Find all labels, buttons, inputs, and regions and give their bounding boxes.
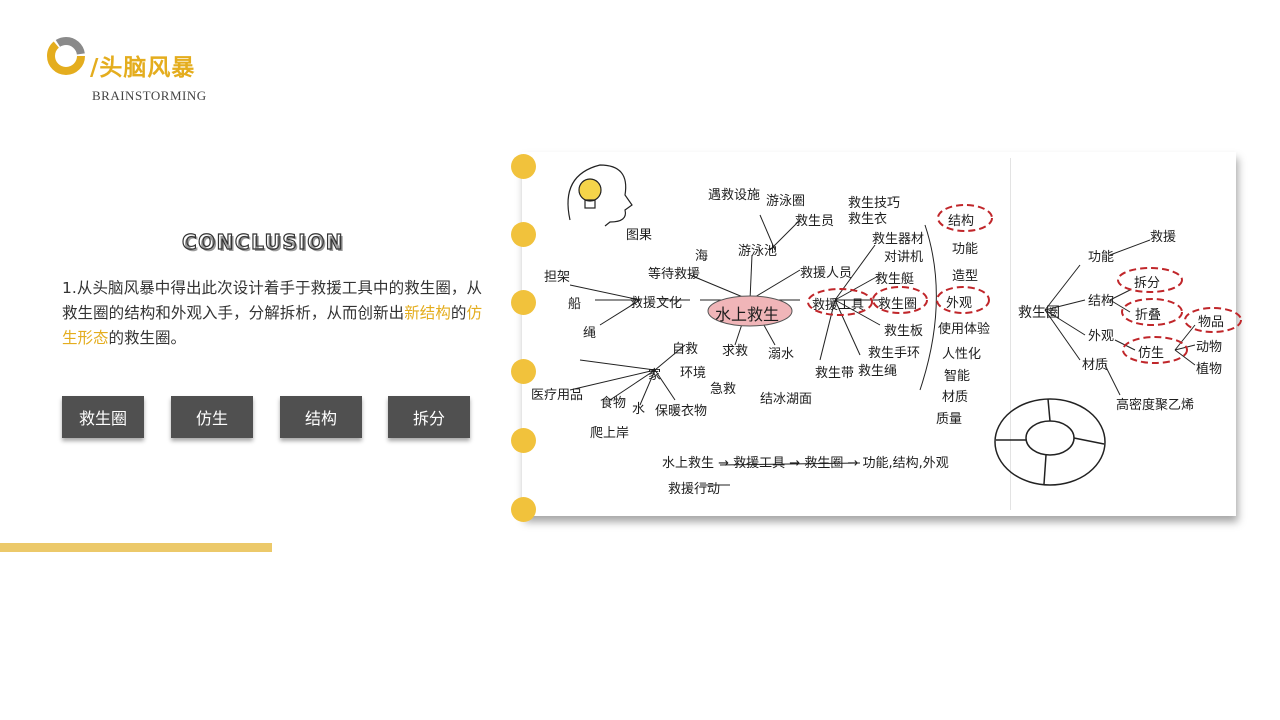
mindmap-center-label: 水上救生 bbox=[715, 305, 780, 324]
mindmap-right-node: 结构 bbox=[1088, 294, 1115, 309]
mindmap-node: 救生员 bbox=[795, 214, 835, 229]
mindmap-node: 质量 bbox=[936, 412, 963, 427]
mindmap-node: 溺水 bbox=[768, 347, 795, 362]
mindmap-node: 救生技巧 bbox=[848, 196, 901, 211]
conclusion-heading-shadow: CONCLUSION bbox=[184, 232, 346, 256]
mindmap-right-node: 救援 bbox=[1150, 230, 1177, 245]
tag-button-structure[interactable]: 结构 bbox=[280, 396, 362, 438]
lightbulb-head-icon bbox=[567, 164, 633, 227]
mindmap-right-node: 仿生 bbox=[1138, 346, 1165, 361]
binder-ring bbox=[511, 222, 536, 247]
conclusion-heading: CONCLUSION bbox=[181, 229, 344, 254]
highlight-new-structure: 新结构 bbox=[404, 304, 451, 322]
mindmap-node: 水 bbox=[632, 402, 646, 417]
mindmap-right-node: 高密度聚乙烯 bbox=[1116, 398, 1195, 413]
binder-ring bbox=[511, 497, 536, 522]
mindmap-node: 救援人员 bbox=[800, 266, 853, 281]
mindmap-node: 医疗用品 bbox=[531, 388, 584, 403]
tag-button-bionic[interactable]: 仿生 bbox=[171, 396, 253, 438]
lifebuoy-sketch-icon bbox=[994, 398, 1106, 486]
mindmap-node: 救生器材 bbox=[872, 232, 925, 247]
mindmap-node: 环境 bbox=[680, 366, 707, 381]
tag-button-lifebuoy[interactable]: 救生圈 bbox=[62, 396, 144, 438]
binder-ring bbox=[511, 154, 536, 179]
mindmap-flow: 水上救生 → 救援工具 → 救生圈 → 功能,结构,外观 bbox=[662, 456, 949, 471]
tag-button-split[interactable]: 拆分 bbox=[388, 396, 470, 438]
binder-ring bbox=[511, 359, 536, 384]
mindmap-node: 求救 bbox=[722, 344, 749, 359]
mindmap-node: 遇救设施 bbox=[708, 188, 761, 203]
mindmap-node: 救生圈 bbox=[878, 297, 918, 312]
mindmap-node: 救生衣 bbox=[848, 212, 888, 227]
mindmap-node: 救生手环 bbox=[868, 346, 921, 361]
conclusion-body: 1.从头脑风暴中得出此次设计着手于救援工具中的救生圈，从救生圈的结构和外观入手，… bbox=[62, 276, 482, 351]
mindmap-node: 急救 bbox=[710, 382, 737, 397]
decorative-bar bbox=[0, 543, 272, 552]
mindmap-node: 外观 bbox=[946, 296, 973, 311]
mindmap-node: 救援工具 bbox=[812, 298, 865, 313]
mindmap-right-node: 动物 bbox=[1196, 340, 1223, 355]
page-title: /头脑风暴 bbox=[90, 55, 196, 81]
mindmap-node: 智能 bbox=[944, 369, 971, 384]
mindmap-right-node: 植物 bbox=[1196, 362, 1223, 377]
mindmap-node: 人性化 bbox=[942, 347, 982, 362]
mindmap-node: 船 bbox=[568, 297, 582, 312]
mindmap-node: 担架 bbox=[544, 270, 571, 285]
mindmap-node: 救援文化 bbox=[630, 296, 683, 311]
mindmap-node: 救生带 bbox=[815, 366, 855, 381]
mindmap-node: 绳 bbox=[583, 326, 597, 341]
mindmap-right-node: 材质 bbox=[1082, 358, 1109, 373]
body-text-part: 的 bbox=[450, 304, 467, 322]
mindmap-right-node: 物品 bbox=[1198, 315, 1225, 330]
body-text-part: 的救生圈。 bbox=[108, 329, 187, 347]
mindmap-right-node: 折叠 bbox=[1135, 308, 1162, 323]
mindmap-node: 爬上岸 bbox=[590, 426, 630, 441]
mindmap-right-node: 功能 bbox=[1088, 250, 1115, 265]
brainstorm-logo-icon bbox=[47, 37, 85, 75]
mindmap-right-root: 救生圈 bbox=[1018, 305, 1060, 321]
mindmap-node: 等待救援 bbox=[648, 267, 701, 282]
mindmap-flow-sub: 救援行动 bbox=[668, 482, 721, 497]
mindmap-node: 图果 bbox=[626, 228, 653, 243]
mindmap-node: 救生绳 bbox=[858, 364, 898, 379]
binder-ring bbox=[511, 290, 536, 315]
sketch-notebook bbox=[522, 152, 1236, 516]
mindmap-right-node: 外观 bbox=[1088, 329, 1115, 344]
mindmap-node: 保暖衣物 bbox=[655, 404, 708, 419]
body-text-part: 1.从头脑风暴中得出此次设计着手于救援工具中的救生圈，从救生圈的结构和外观入手，… bbox=[62, 279, 482, 322]
page-subtitle: BRAINSTORMING bbox=[92, 88, 207, 103]
mindmap-node: 对讲机 bbox=[884, 250, 924, 265]
mindmap-node: 游泳池 bbox=[738, 244, 778, 259]
highlight-bionic-form: 仿生形态 bbox=[62, 304, 482, 347]
notebook-divider bbox=[1010, 158, 1011, 510]
mindmap-node: 使用体验 bbox=[938, 322, 991, 337]
mindmap-node: 结冰湖面 bbox=[760, 392, 813, 407]
mindmap-right-node: 拆分 bbox=[1134, 276, 1161, 291]
mindmap-node: 自救 bbox=[672, 342, 699, 357]
mindmap-node: 家 bbox=[648, 368, 662, 383]
mindmap-node: 救生艇 bbox=[875, 272, 915, 287]
mindmap-node: 救生板 bbox=[884, 324, 924, 339]
mindmap-node: 游泳圈 bbox=[766, 194, 806, 209]
binder-ring bbox=[511, 428, 536, 453]
mindmap-node: 功能 bbox=[952, 242, 979, 257]
mindmap-node: 海 bbox=[695, 249, 709, 264]
mindmap-node: 结构 bbox=[948, 214, 975, 229]
mindmap-node: 材质 bbox=[942, 390, 969, 405]
mindmap-node: 食物 bbox=[600, 396, 627, 411]
mindmap-node: 造型 bbox=[952, 269, 979, 284]
